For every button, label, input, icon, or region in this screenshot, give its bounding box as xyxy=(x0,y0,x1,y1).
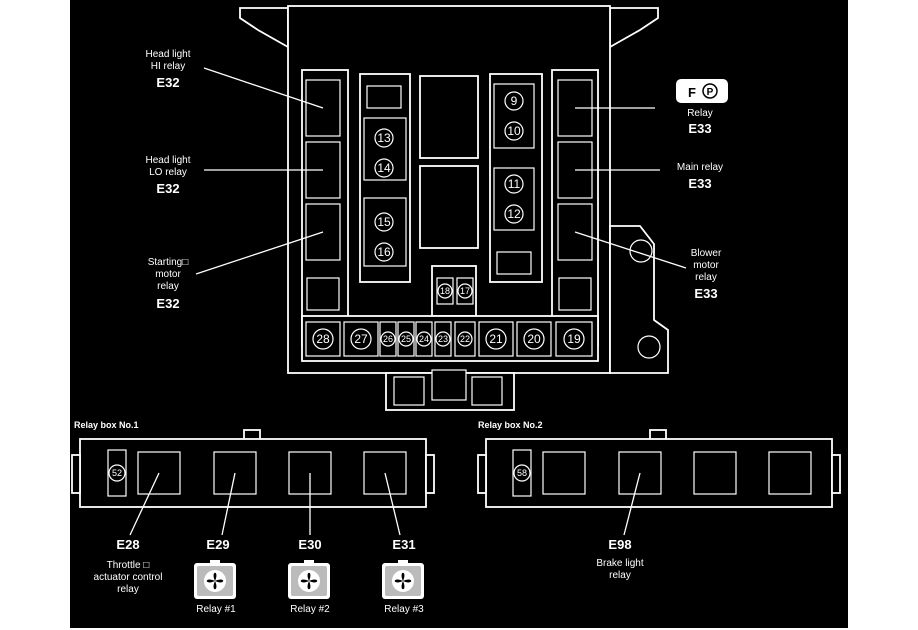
relay-1-label: Relay #1 xyxy=(196,604,236,615)
fuse-25: 25 xyxy=(401,334,411,344)
fuse-58: 58 xyxy=(517,468,527,478)
efi-relay-label: Relay xyxy=(687,108,713,119)
code-e29: E29 xyxy=(206,537,229,552)
relay-box-1-title: Relay box No.1 xyxy=(74,420,139,430)
code-e28: E28 xyxy=(116,537,139,552)
starting-motor-label-1: Starting□ xyxy=(148,257,189,268)
fuse-11: 11 xyxy=(508,177,521,191)
starting-motor-code: E32 xyxy=(156,296,179,311)
headlight-lo-code: E32 xyxy=(156,181,179,196)
throttle-label-3: relay xyxy=(117,584,139,595)
fuse-17: 17 xyxy=(460,286,470,296)
main-relay-label: Main relay xyxy=(677,162,723,173)
efi-relay-code: E33 xyxy=(688,121,711,136)
headlight-lo-label-2: LO relay xyxy=(149,167,187,178)
fuse-20: 20 xyxy=(527,332,541,346)
code-e31: E31 xyxy=(392,537,415,552)
fuse-14: 14 xyxy=(377,161,391,175)
starting-motor-label-3: relay xyxy=(157,281,179,292)
relay-icon-2 xyxy=(288,560,330,599)
main-fuse-box xyxy=(239,5,669,411)
fuse-22: 22 xyxy=(460,334,470,344)
left-callouts: Head light HI relay E32 Head light LO re… xyxy=(145,49,324,311)
efi-icon-p: P xyxy=(707,87,714,98)
blower-label-2: motor xyxy=(693,260,719,271)
relay-icon-1 xyxy=(194,560,236,599)
headlight-hi-label-1: Head light xyxy=(145,49,190,60)
fuse-12: 12 xyxy=(507,207,521,221)
relay-icons: Relay #1 Relay #2 Relay #3 xyxy=(194,560,424,615)
fuse-9: 9 xyxy=(511,94,518,108)
fuse-28: 28 xyxy=(316,332,330,346)
main-relay-code: E33 xyxy=(688,176,711,191)
fuse-13: 13 xyxy=(377,131,391,145)
fuse-15: 15 xyxy=(377,215,391,229)
fuse-10: 10 xyxy=(507,124,521,138)
throttle-label-2: actuator control xyxy=(94,572,163,583)
relay-box-1: Relay box No.1 52 E28 E29 E30 E31 Thrott… xyxy=(71,420,435,595)
relay-box-2-title: Relay box No.2 xyxy=(478,420,543,430)
headlight-hi-label-2: HI relay xyxy=(151,61,185,72)
code-e30: E30 xyxy=(298,537,321,552)
blower-label-1: Blower xyxy=(691,248,722,259)
headlight-lo-label-1: Head light xyxy=(145,155,190,166)
brake-light-label-2: relay xyxy=(609,570,631,581)
fuse-24: 24 xyxy=(419,334,429,344)
fuse-numbers: 13 14 15 16 9 10 11 12 18 17 28 27 26 25… xyxy=(312,91,585,350)
throttle-label-1: Throttle □ xyxy=(107,560,150,571)
relay-2-label: Relay #2 xyxy=(290,604,330,615)
relay-icon-3 xyxy=(382,560,424,599)
relay-box-2: Relay box No.2 58 E98 Brake light relay xyxy=(477,420,841,581)
fuse-19: 19 xyxy=(567,332,581,346)
blower-label-3: relay xyxy=(695,272,717,283)
fuse-16: 16 xyxy=(377,245,391,259)
fuse-26: 26 xyxy=(383,334,393,344)
code-e98: E98 xyxy=(608,537,631,552)
blower-code: E33 xyxy=(694,286,717,301)
right-callouts: F P Relay E33 Main relay E33 Blower moto… xyxy=(574,79,728,301)
fuse-52: 52 xyxy=(112,468,122,478)
fuse-27: 27 xyxy=(354,332,368,346)
fuse-21: 21 xyxy=(489,332,503,346)
relay-3-label: Relay #3 xyxy=(384,604,424,615)
efi-icon xyxy=(676,79,728,103)
starting-motor-label-2: motor xyxy=(155,269,181,280)
fuse-18: 18 xyxy=(440,286,450,296)
fuse-23: 23 xyxy=(438,334,448,344)
brake-light-label-1: Brake light xyxy=(596,558,643,569)
headlight-hi-code: E32 xyxy=(156,75,179,90)
efi-icon-fuel: F xyxy=(688,85,696,100)
